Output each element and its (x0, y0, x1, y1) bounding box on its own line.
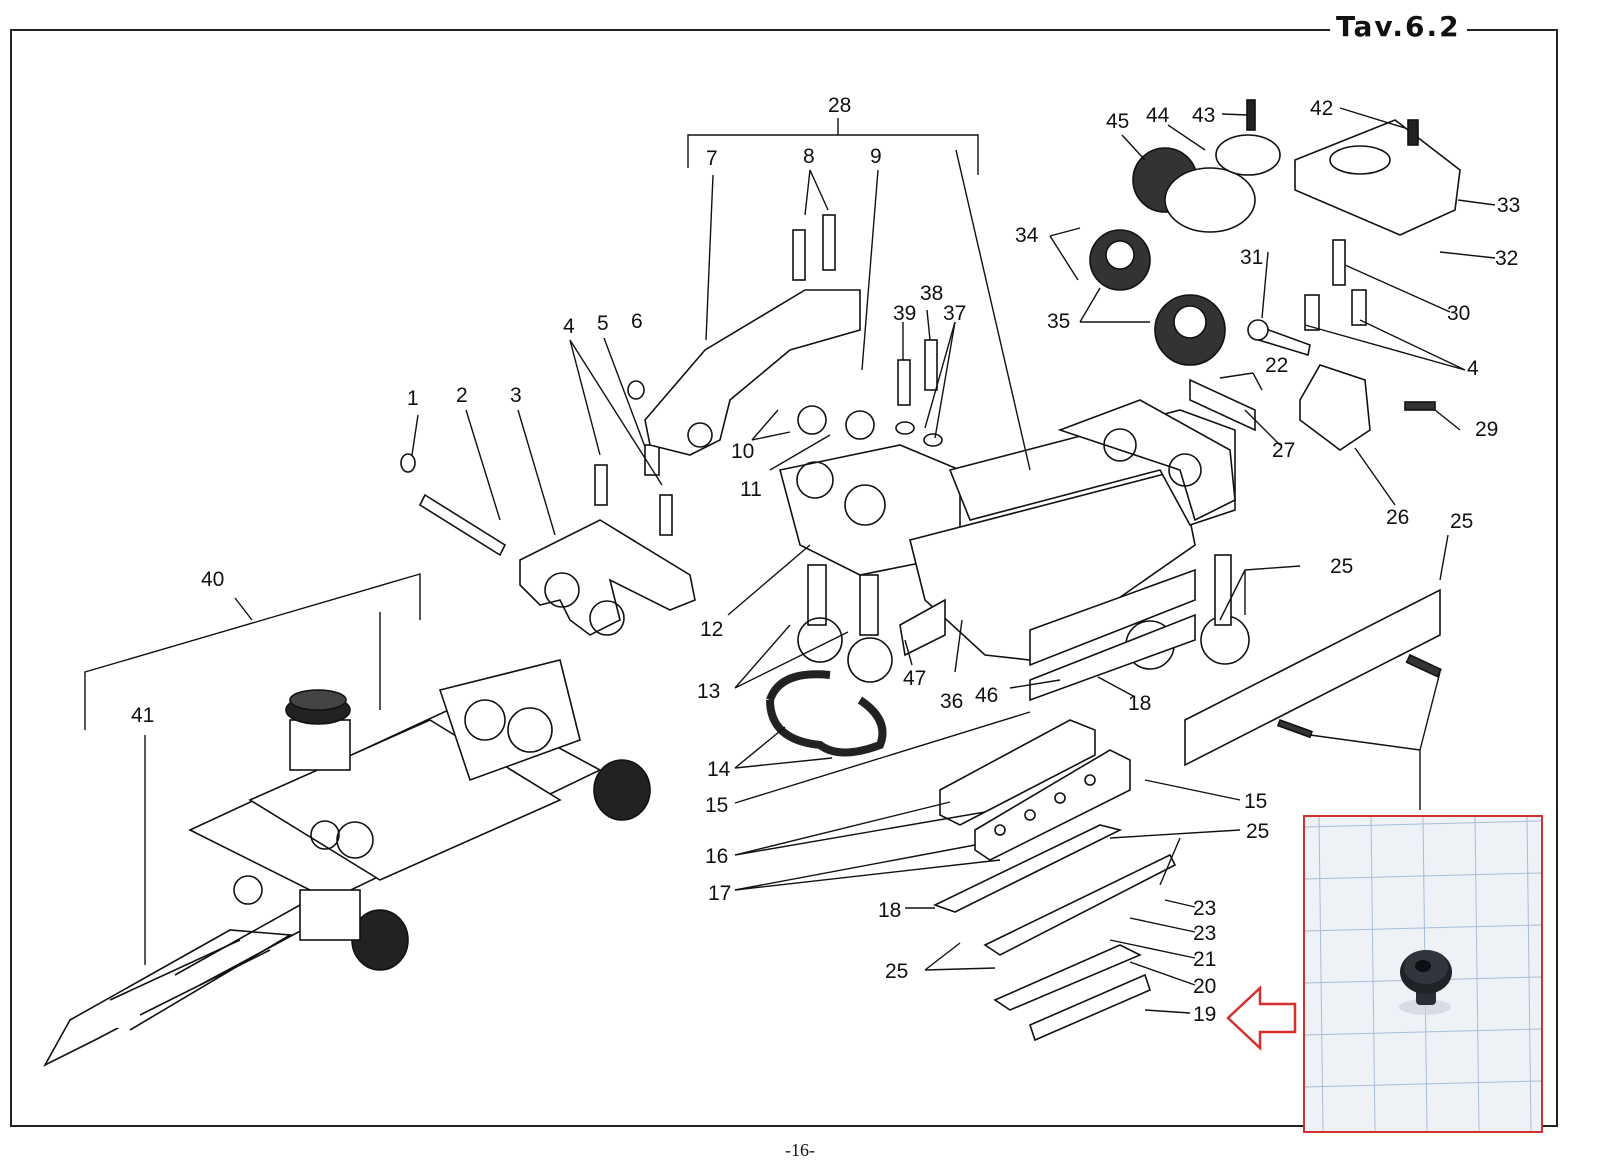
callout-2: 2 (456, 384, 468, 407)
callout-6: 6 (631, 310, 643, 333)
callout-9: 9 (870, 145, 882, 168)
callout-46: 43 (1192, 104, 1215, 127)
callout-16: 16 (705, 845, 728, 868)
callout-33: 30 (1447, 302, 1470, 325)
callout-29: 26 (1386, 506, 1409, 529)
callout-25-left: 25 (885, 960, 908, 983)
callout-23-lower: 23 (1193, 922, 1216, 945)
callout-23-upper: 22 (1265, 354, 1288, 377)
callout-28: 25 (1450, 510, 1473, 533)
callout-5: 5 (597, 312, 609, 335)
callout-8: 8 (803, 145, 815, 168)
gear-train-drawing (1089, 99, 1461, 451)
callout-3: 3 (510, 384, 522, 407)
callout-21: 20 (1193, 975, 1216, 998)
callout-35: 32 (1495, 247, 1518, 270)
callout-4-left: 4 (563, 315, 575, 338)
callout-43: 40 (201, 568, 224, 591)
callout-36: 33 (1497, 194, 1520, 217)
callout-14: 14 (707, 758, 731, 781)
callout-45: 42 (1310, 97, 1333, 120)
leader-lines (84, 107, 1496, 1014)
callout-39: 36 (940, 690, 963, 713)
drawing-frame (10, 29, 1558, 1127)
callout-24: 23 (1193, 897, 1216, 920)
callout-15-left: 15 (705, 794, 728, 817)
part-photo-inset (1303, 815, 1543, 1133)
page-number: -16- (785, 1140, 815, 1160)
callout-11: 11 (740, 478, 762, 501)
callout-1: 1 (407, 387, 419, 410)
callout-32: 29 (1475, 418, 1498, 441)
callout-10: 10 (731, 440, 754, 463)
chain-and-plates-drawing (766, 588, 1442, 1042)
callout-48: 45 (1106, 110, 1129, 133)
callout-50: 47 (903, 667, 926, 690)
callout-15-right: 15 (1244, 790, 1267, 813)
callout-47: 44 (1146, 104, 1170, 127)
lever-drawing (644, 214, 943, 456)
callout-40: 37 (943, 302, 966, 325)
callout-41: 38 (920, 282, 943, 305)
socket-head-screw-icon (1399, 950, 1452, 1015)
table-title: Tav.6.2 (1330, 10, 1467, 43)
callout-27: 25 (1330, 555, 1353, 578)
grid-paper (1305, 817, 1541, 1131)
pivot-bracket-drawing (400, 380, 696, 636)
callout-12: 12 (700, 618, 723, 641)
callout-38: 35 (1047, 310, 1070, 333)
highlight-arrow (1226, 985, 1297, 1051)
callout-42: 39 (893, 302, 916, 325)
callout-34: 31 (1240, 246, 1263, 269)
callout-19: 18 (1128, 692, 1151, 715)
callout-22: 21 (1193, 948, 1216, 971)
main-body-drawing (779, 399, 1250, 702)
callout-44: 41 (131, 704, 154, 727)
callout-31: 28 (828, 94, 851, 117)
callout-49: 46 (975, 684, 998, 707)
callout-labels: 28 7 8 9 45 44 43 42 33 34 31 32 30 35 4… (131, 94, 1520, 1026)
callout-4-right: 4 (1467, 357, 1479, 380)
callout-20: 19 (1193, 1003, 1216, 1026)
callout-30: 27 (1272, 439, 1295, 462)
callout-13: 13 (697, 680, 720, 703)
callout-17: 17 (708, 882, 731, 905)
feed-assembly-drawing (43, 659, 651, 1067)
callout-37: 34 (1015, 224, 1039, 247)
callout-18-label: 18 (878, 899, 901, 922)
callout-25-right: 25 (1246, 820, 1269, 843)
callout-7: 7 (706, 147, 718, 170)
